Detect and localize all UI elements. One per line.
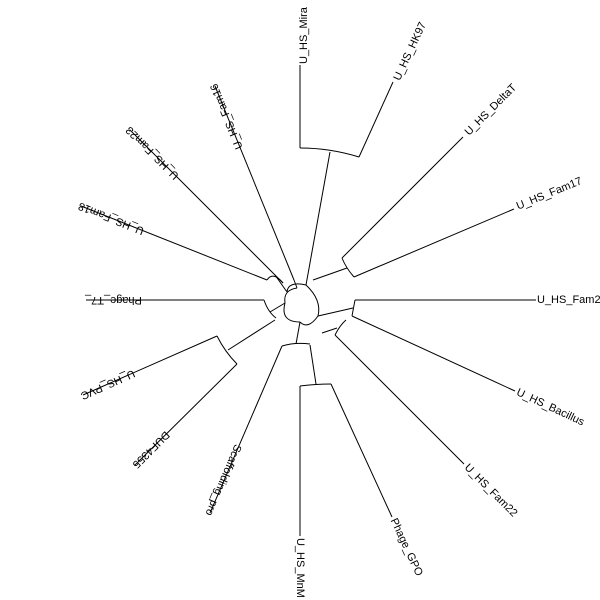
leaf-label-scaffolding: Scaffolding_pro xyxy=(203,443,244,518)
leaf-label-fam18: U_HS_Fam18 xyxy=(77,200,146,237)
leaf-label-fam22: U_HS_Fam22 xyxy=(462,462,520,520)
leaf-label-pvc: U_HS_PVC xyxy=(79,367,137,402)
leaf-label-hk97: U_HS_HK97 xyxy=(391,20,428,82)
leaf-branch-hk97 xyxy=(358,81,394,158)
leaf-branch-pvc xyxy=(82,335,218,396)
clade-duf-pvc-stem xyxy=(227,319,276,351)
leaf-label-gpo: Phage_GPO xyxy=(388,516,425,578)
clade-t7-stem xyxy=(269,302,286,313)
leaf-branch-fam17 xyxy=(353,208,515,278)
clade-fam2-bacillus-arc xyxy=(351,299,356,317)
root-arc-right xyxy=(305,284,320,317)
clade-mira-hk97-arc xyxy=(299,147,360,158)
clade-gpo-mnm-stem xyxy=(309,344,317,385)
clade-deltat-fam17-stem xyxy=(312,267,348,281)
clade-fam18-fam23-arc xyxy=(266,275,284,284)
leaf-label-t7: Phage_T7_ xyxy=(84,294,142,306)
clade-fam2-bacillus-stem xyxy=(317,307,354,317)
clade-gpo-mnm-arc xyxy=(299,383,332,387)
clade-t7-arc xyxy=(263,299,277,319)
clade-deltat-fam17-arc xyxy=(341,257,355,278)
leaf-label-duf4355: DUF4355 xyxy=(130,429,172,471)
clade-fam22-arc xyxy=(334,319,347,336)
leaf-branch-fam23 xyxy=(129,129,284,284)
leaf-label-fam23: U_HS_Fam23 xyxy=(124,124,182,182)
leaf-label-fam17: U_HS_Fam17 xyxy=(515,175,584,212)
leaf-branches xyxy=(80,65,536,536)
leaf-branch-bacillus xyxy=(351,315,516,392)
leaf-labels: U_HS_Mira U_HS_HK97 U_HS_DeltaT U_HS_Fam… xyxy=(77,6,600,598)
root-arc-left xyxy=(283,302,301,323)
clade-fam18-fam23-stem xyxy=(274,274,288,293)
root-arc-lower xyxy=(299,315,319,326)
leaf-label-mira: U_HS_Mira xyxy=(298,6,310,64)
leaf-label-mnm: U_HS_MnM xyxy=(294,538,306,598)
leaf-branch-gpo xyxy=(330,383,393,518)
leaf-branch-duf4355 xyxy=(134,363,238,466)
clade-fam22-stem xyxy=(321,327,338,334)
leaf-branch-fam22 xyxy=(334,334,465,465)
leaf-label-fam2: U_HS_Fam2 xyxy=(537,294,600,306)
leaf-label-fam16: U_HS_Fam16 xyxy=(208,82,245,151)
root-arc-inner xyxy=(284,287,298,304)
root-arc-upper xyxy=(286,283,307,293)
clade-mira-hk97-stem xyxy=(305,151,331,286)
leaf-label-deltat: U_HS_DeltaT xyxy=(463,82,520,139)
leaf-label-bacillus: U_HS_Bacillus xyxy=(515,386,587,428)
leaf-branch-fam16 xyxy=(214,85,295,281)
clade-scaffolding-stem xyxy=(295,321,301,345)
leaf-branch-fam18 xyxy=(80,205,268,281)
leaf-branch-deltat xyxy=(341,136,464,259)
clade-scaffolding-arc xyxy=(281,342,311,347)
tree-branches xyxy=(216,147,360,387)
leaf-branch-scaffolding xyxy=(209,345,283,514)
clade-duf-pvc-arc xyxy=(216,335,238,365)
